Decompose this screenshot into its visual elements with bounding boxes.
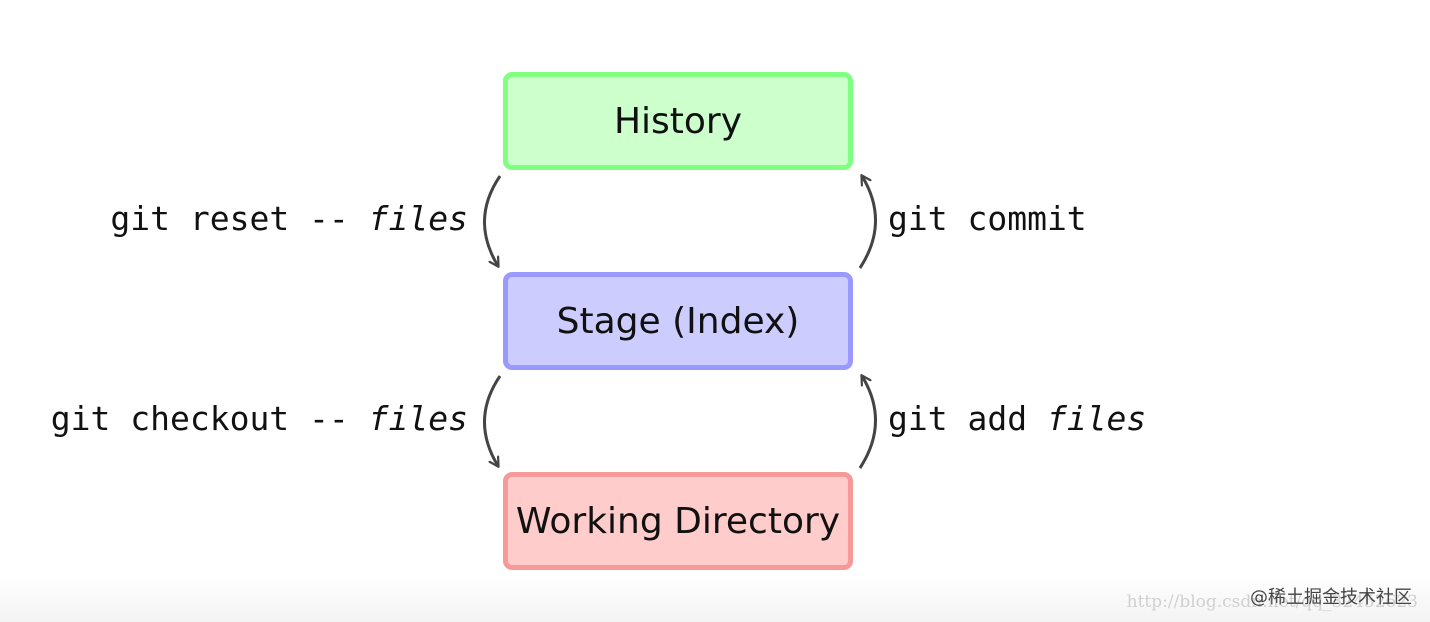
arrow-reset <box>483 175 502 266</box>
working-directory-box: Working Directory <box>503 472 853 570</box>
arrow-checkout <box>483 375 502 466</box>
git-reset-arg: files <box>368 199 468 238</box>
git-add-arg: files <box>1046 399 1147 438</box>
git-commit-command: git commit <box>888 202 1087 235</box>
history-label: History <box>613 100 743 142</box>
history-box: History <box>503 72 853 170</box>
git-add-prefix: git add <box>888 399 1047 438</box>
git-checkout-prefix: git checkout -- <box>50 399 369 438</box>
working-directory-label: Working Directory <box>515 500 841 542</box>
git-commit-prefix: git commit <box>888 199 1087 238</box>
arrow-commit <box>858 176 877 269</box>
stage-box: Stage (Index) <box>503 272 853 370</box>
git-add-command: git add files <box>888 402 1146 435</box>
stage-label: Stage (Index) <box>556 300 800 342</box>
arrow-add <box>858 376 877 469</box>
git-checkout-command: git checkout -- files <box>51 402 468 435</box>
watermark-site: @稀土掘金技术社区 <box>1250 587 1412 608</box>
git-reset-command: git reset -- files <box>110 202 468 235</box>
git-reset-prefix: git reset -- <box>110 199 369 238</box>
git-checkout-arg: files <box>368 399 468 438</box>
watermark-url: http://blog.csdn.net/qq_32452623 <box>1126 592 1418 612</box>
